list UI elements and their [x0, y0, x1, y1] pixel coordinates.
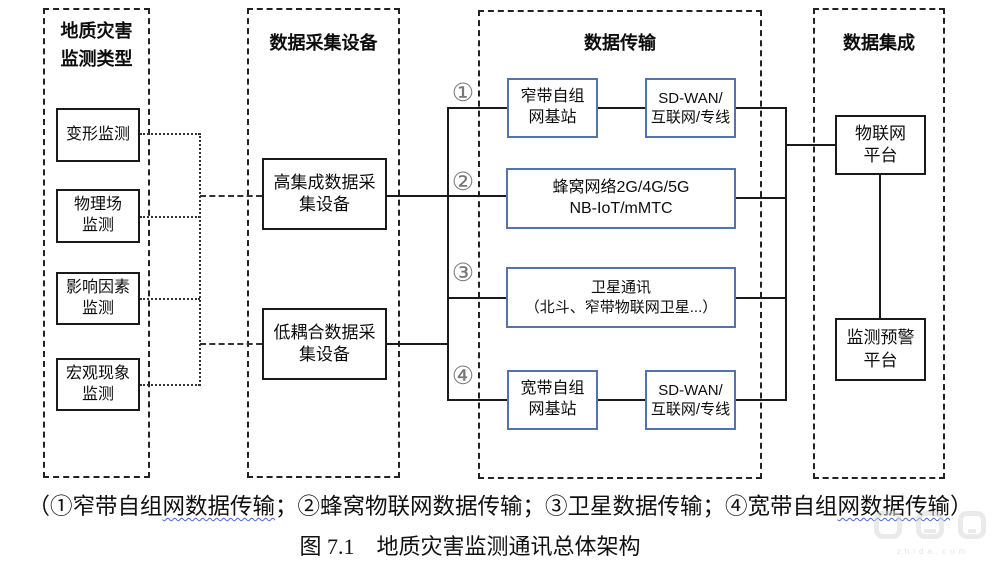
box-deformation-monitoring: 变形监测	[56, 108, 140, 162]
box-broadband-adhoc-station: 宽带自组 网基站	[507, 370, 598, 430]
connector-line	[200, 195, 262, 197]
connector-line	[448, 107, 507, 109]
legend-part: （①窄带自组	[27, 494, 163, 519]
connector-line	[736, 107, 786, 109]
connector-line	[448, 399, 507, 401]
connector-line	[598, 107, 645, 109]
group-collection-devices	[247, 8, 400, 478]
legend-part: ；②蜂窝物联网数据传输；③卫星数据传输；④宽带自组	[274, 494, 838, 519]
connector-line	[140, 133, 200, 135]
box-macro-phenomenon-monitoring: 宏观现象 监测	[56, 358, 140, 411]
connector-line	[140, 298, 200, 300]
route-marker-2: ②	[450, 168, 476, 196]
connector-line	[140, 216, 200, 218]
box-low-coupling-collector: 低耦合数据采 集设备	[262, 308, 387, 380]
connector-line	[447, 107, 449, 401]
box-narrowband-adhoc-station: 窄带自组 网基站	[507, 78, 598, 138]
group-title-data-integration: 数据集成	[843, 33, 915, 53]
route-marker-4: ④	[450, 362, 476, 390]
figure-legend: （①窄带自组网数据传输；②蜂窝物联网数据传输；③卫星数据传输；④宽带自组网数据传…	[0, 489, 1000, 521]
connector-line	[387, 343, 448, 345]
box-cellular-network: 蜂窝网络2G/4G/5G NB-IoT/mMTC	[506, 168, 736, 229]
connector-line	[736, 197, 786, 199]
group-data-transmission	[478, 10, 762, 479]
box-physical-field-monitoring: 物理场 监测	[56, 189, 140, 243]
box-monitoring-warning-platform: 监测预警 平台	[835, 318, 926, 381]
connector-line	[387, 195, 448, 197]
box-sdwan-top: SD-WAN/ 互联网/专线	[645, 78, 736, 138]
connector-line	[140, 384, 200, 386]
connector-line	[785, 107, 787, 401]
connector-line	[199, 133, 201, 386]
watermark: zhida.com	[868, 509, 998, 567]
box-high-integration-collector: 高集成数据采 集设备	[262, 158, 387, 230]
group-data-integration	[813, 8, 945, 479]
figure-title: 图 7.1 地质灾害监测通讯总体架构	[299, 534, 641, 559]
watermark-text: zhida.com	[896, 547, 970, 556]
group-title-data-transmission: 数据传输	[584, 33, 656, 53]
route-marker-1: ①	[450, 79, 476, 107]
route-marker-3: ③	[450, 259, 476, 287]
group-title-collection-devices: 数据采集设备	[269, 33, 378, 53]
box-influencing-factor-monitoring: 影响因素 监测	[56, 272, 140, 325]
connector-line	[598, 399, 645, 401]
connector-line	[448, 297, 506, 299]
group-monitoring-types	[43, 8, 150, 478]
connector-line	[448, 195, 506, 197]
watermark-logo-icon	[958, 511, 986, 539]
group-title-monitoring-types: 地质灾害 监测类型	[60, 21, 133, 69]
connector-line	[786, 144, 835, 146]
watermark-logo-icon	[916, 511, 944, 539]
connector-line	[736, 297, 786, 299]
box-sdwan-bottom: SD-WAN/ 互联网/专线	[645, 370, 736, 430]
connector-line	[879, 175, 881, 318]
connector-line	[736, 399, 786, 401]
box-satellite-communication: 卫星通讯 （北斗、窄带物联网卫星...）	[506, 267, 736, 328]
legend-part-underlined: 网数据传输	[162, 494, 275, 519]
watermark-logo-icon	[874, 511, 902, 539]
connector-line	[200, 343, 262, 345]
box-iot-platform: 物联网 平台	[835, 115, 926, 175]
